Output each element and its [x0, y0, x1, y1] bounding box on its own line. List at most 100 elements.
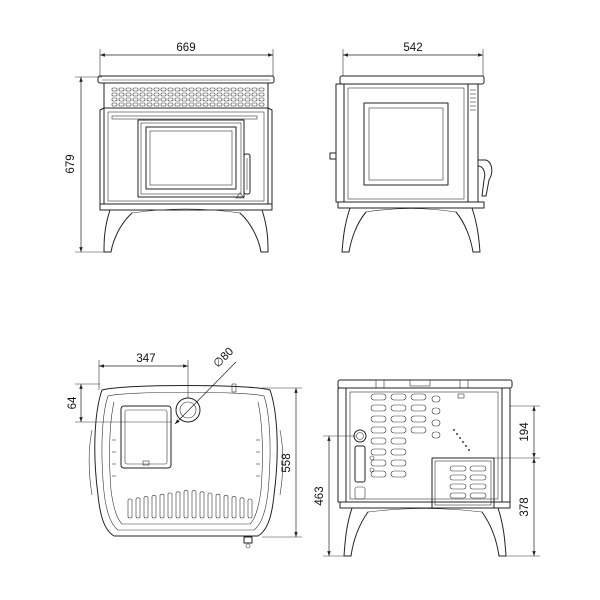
top-louvers [127, 490, 253, 519]
grille-slot [209, 102, 216, 107]
rear-slot [390, 426, 407, 434]
top-outline-inner [101, 391, 271, 531]
side-depth-dimension: 542 [342, 42, 484, 76]
grille-slot [174, 102, 181, 107]
rear-slot [390, 437, 407, 445]
rear-box-vent [469, 483, 487, 490]
grille-slot [195, 97, 202, 102]
front-body [103, 107, 269, 205]
rear-dot-marker [458, 436, 462, 440]
grille-slot [111, 87, 118, 92]
rear-top-fitting-mid [409, 379, 431, 387]
top-knob-pin-icon [245, 543, 251, 549]
grille-slot [118, 87, 125, 92]
grille-slot [118, 97, 125, 102]
grille-slot [132, 102, 139, 107]
top-rear-fitting [231, 383, 237, 393]
grille-slot [125, 92, 132, 97]
louver-slot [127, 498, 133, 519]
front-view: 669 679 [65, 42, 275, 253]
front-base-plate [99, 203, 273, 211]
rear-dot-marker [467, 448, 471, 452]
grille-slot [167, 97, 174, 102]
rear-slot [410, 426, 427, 434]
grille-slot [251, 87, 258, 92]
grille-slot [244, 92, 251, 97]
front-door [137, 119, 245, 198]
grille-slot [132, 92, 139, 97]
rear-top-fitting-right [459, 379, 469, 389]
rear-dot-marker [461, 440, 465, 444]
side-base-plate [337, 201, 485, 209]
flue-diameter-dimension: ∅80 [174, 346, 237, 425]
side-window-inner [368, 107, 444, 181]
flue-diameter-label: ∅80 [212, 346, 237, 371]
louver-slot [167, 492, 173, 519]
rear-lower-fitting [354, 486, 366, 500]
rear-slot [370, 448, 387, 456]
flue-offset-label: 347 [136, 353, 155, 365]
rear-slot [390, 459, 407, 467]
grille-slot [216, 102, 223, 107]
louver-slot [199, 491, 205, 519]
rear-label-tag [457, 393, 465, 399]
louver-slot [231, 496, 237, 519]
rear-slot [370, 437, 387, 445]
grille-slot [160, 87, 167, 92]
top-knob-icon [243, 536, 253, 544]
grille-slot [251, 92, 258, 97]
louver-slot [159, 493, 165, 519]
rear-electrical-box-inner [434, 460, 492, 506]
inlet-height-label: 463 [314, 486, 326, 505]
inlet-height-dimension: 463 [314, 435, 356, 557]
grille-slot [209, 87, 216, 92]
rear-top-plate [337, 379, 513, 389]
front-side-right [267, 107, 273, 205]
rear-slot [410, 404, 427, 412]
rear-electrical-box [431, 457, 495, 509]
grille-slot [118, 92, 125, 97]
grille-slot [216, 97, 223, 102]
side-body-inner [347, 87, 465, 200]
rear-dot-marker [464, 444, 468, 448]
top-door-latch-icon [142, 460, 150, 466]
front-door-handle [243, 153, 251, 195]
grille-slot [251, 97, 258, 102]
grille-slot [216, 87, 223, 92]
rear-slot [370, 426, 387, 434]
grille-slot [209, 92, 216, 97]
grille-slot [174, 97, 181, 102]
top-view: 347 ∅80 64 558 [67, 346, 302, 549]
rear-slot [390, 470, 407, 478]
rear-slot [410, 393, 427, 401]
rear-slot [390, 448, 407, 456]
grille-slot [111, 102, 118, 107]
front-body-inner [107, 111, 265, 202]
grille-slot [216, 92, 223, 97]
front-apron-curve [131, 208, 241, 214]
front-grille-band [103, 82, 269, 109]
grille-slot [181, 87, 188, 92]
grille-slot [237, 97, 244, 102]
flue-collar-outer [175, 397, 201, 423]
grille-slot [111, 97, 118, 102]
grille-slot [125, 87, 132, 92]
side-top-plate [339, 75, 485, 85]
rear-box-vent [449, 465, 467, 472]
grille-slot [244, 102, 251, 107]
grille-slot [174, 87, 181, 92]
grille-slot [160, 97, 167, 102]
louver-slot [223, 495, 229, 519]
side-knob-icon [329, 152, 337, 160]
louver-slot [247, 498, 253, 519]
top-flange-left [88, 429, 93, 496]
grille-slot [132, 97, 139, 102]
rear-slot [370, 404, 387, 412]
grille-slot [125, 102, 132, 107]
front-top-strip [111, 115, 258, 120]
grille-slot [244, 97, 251, 102]
top-depth-label: 558 [281, 453, 293, 472]
louver-slot [215, 493, 221, 519]
grille-slot [223, 87, 230, 92]
